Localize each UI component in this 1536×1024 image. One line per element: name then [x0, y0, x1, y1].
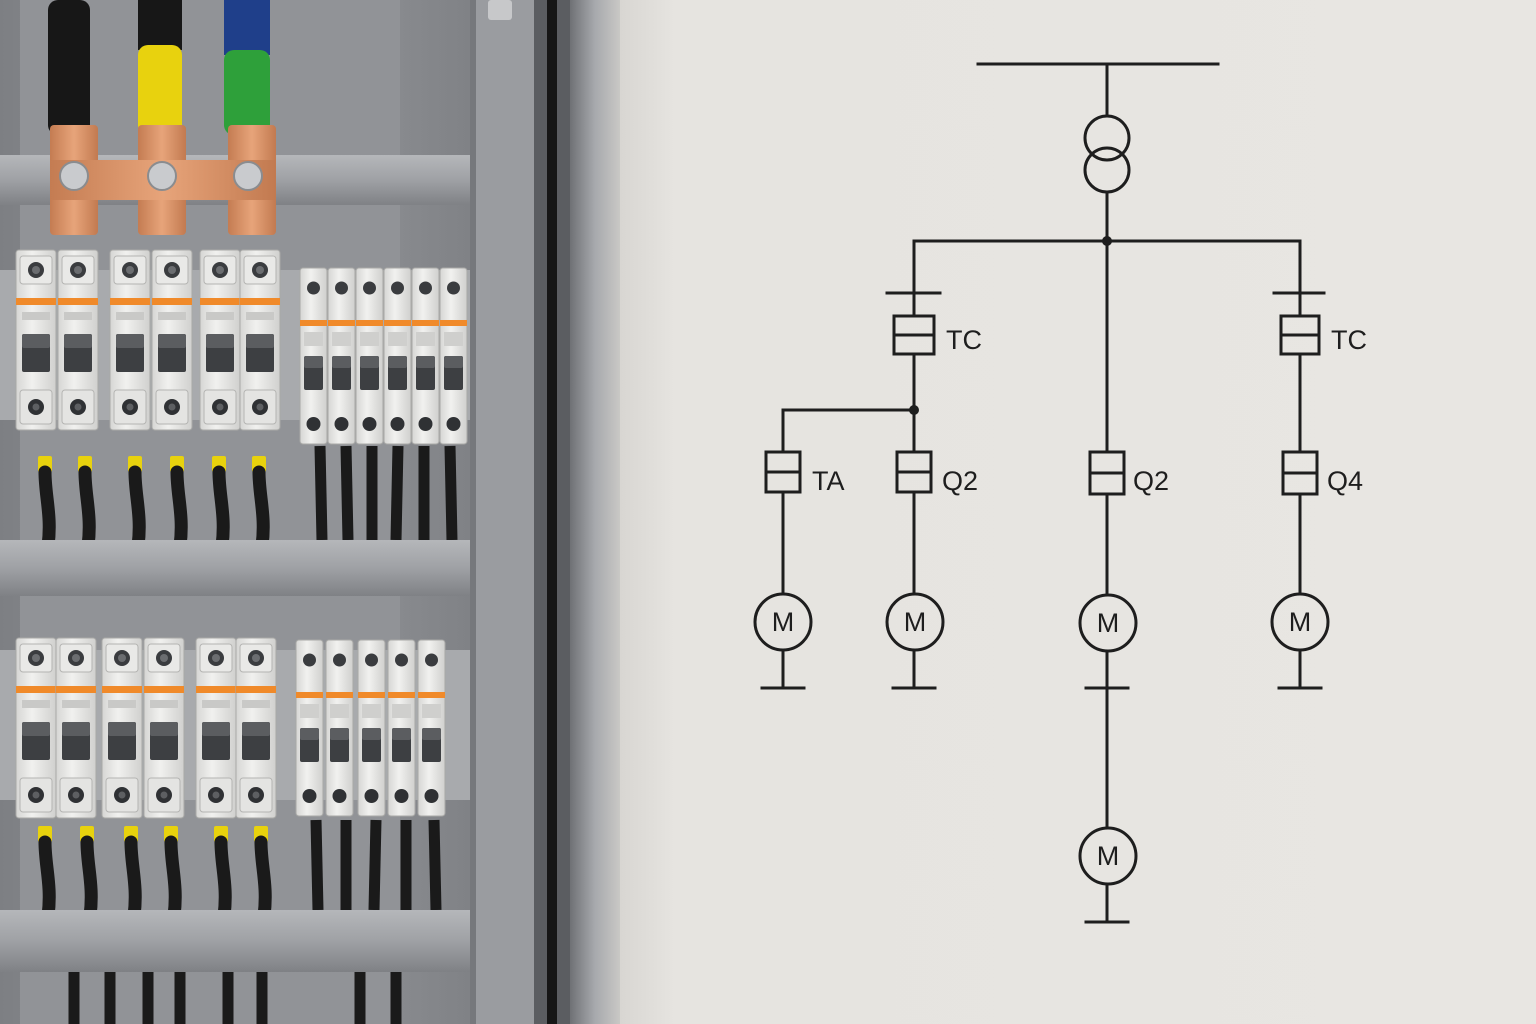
cable-duct	[0, 540, 470, 596]
motor-2-label: M	[904, 607, 927, 637]
motor-5-label: M	[1097, 841, 1120, 871]
cables-lower	[38, 820, 442, 916]
label-q2-a: Q2	[942, 466, 978, 496]
electrical-cabinet	[0, 0, 620, 1024]
cables-upper	[38, 445, 458, 546]
label-tc-left: TC	[946, 325, 982, 355]
motor-4-label: M	[1289, 607, 1312, 637]
cabinet-door-panel	[620, 0, 1536, 1024]
junction-dot	[1102, 236, 1112, 246]
incoming-cables	[48, 0, 270, 135]
label-tc-right: TC	[1331, 325, 1367, 355]
motor-1-label: M	[772, 607, 795, 637]
label-ta: TA	[812, 466, 845, 496]
copper-busbars	[0, 125, 470, 235]
label-q2-b: Q2	[1133, 466, 1169, 496]
transformer-symbol	[1083, 114, 1131, 162]
motor-3-label: M	[1097, 608, 1120, 638]
junction-dot	[909, 405, 919, 415]
label-q4: Q4	[1327, 466, 1363, 496]
